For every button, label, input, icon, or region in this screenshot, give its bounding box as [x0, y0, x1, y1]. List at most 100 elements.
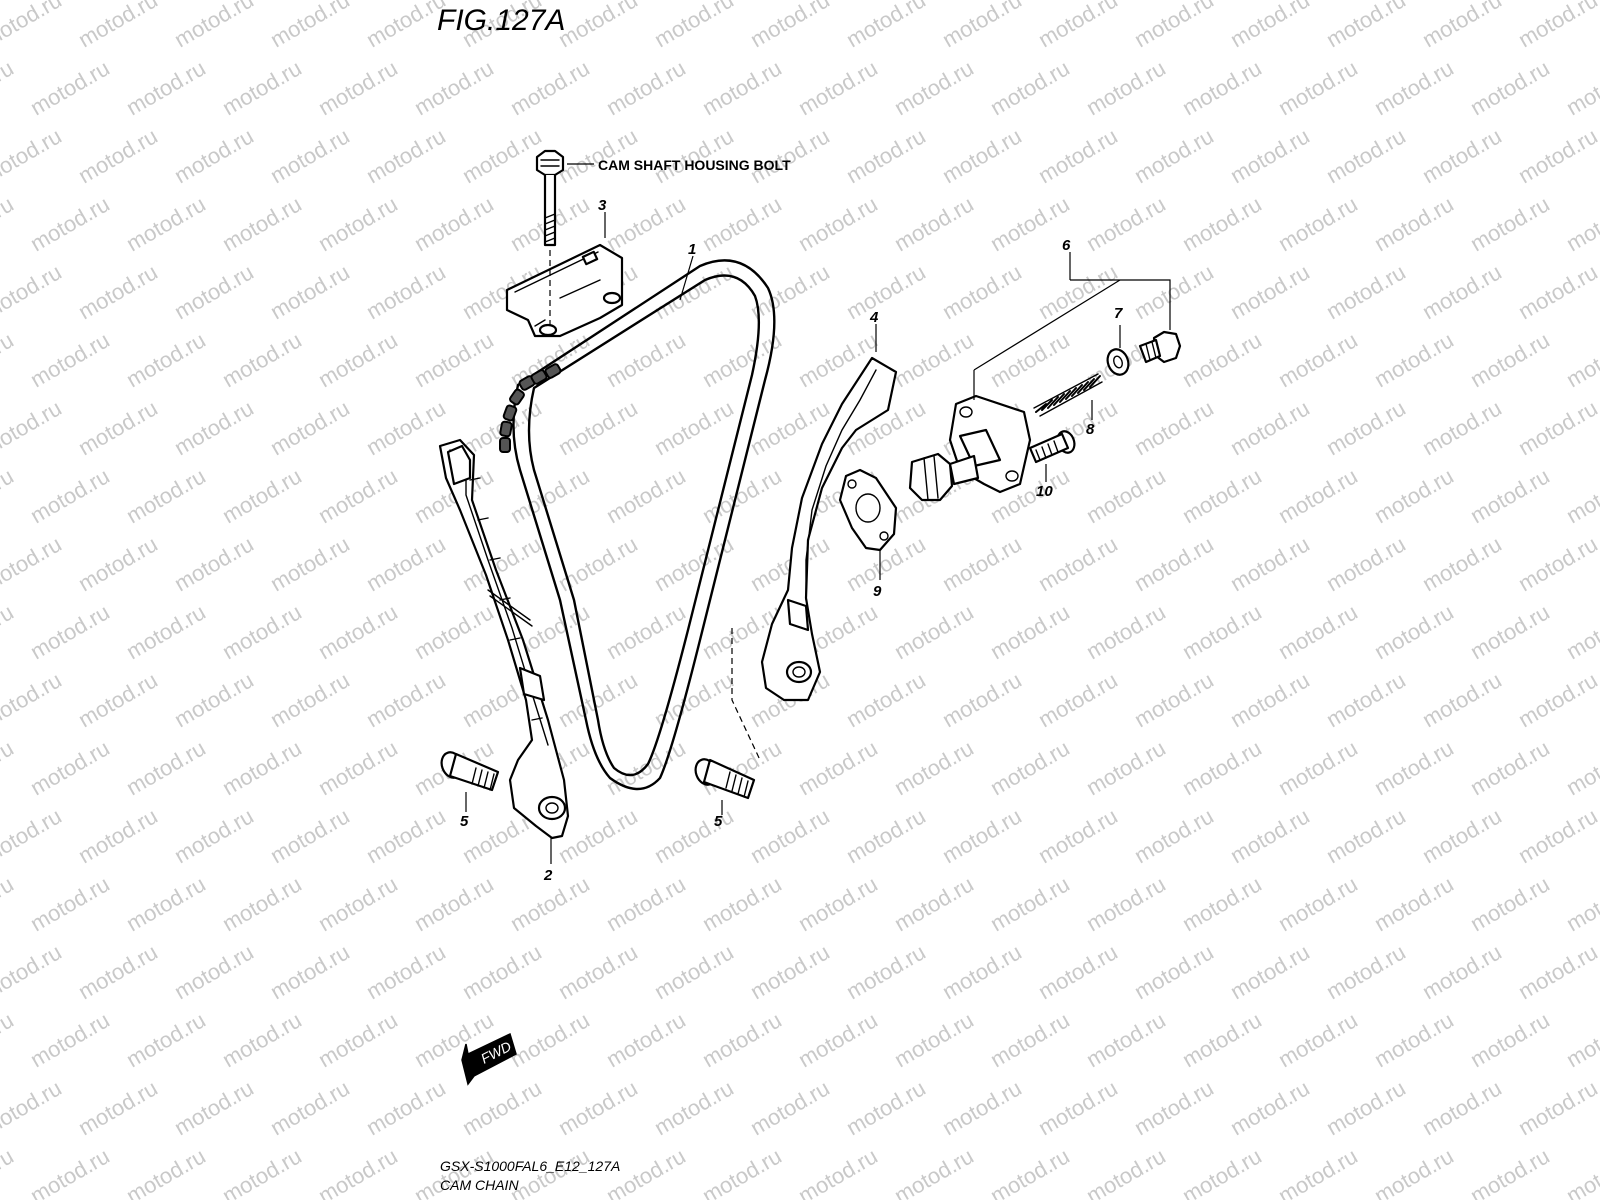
watermark-text: motod.ru: [794, 55, 882, 120]
watermark-text: motod.ru: [1130, 0, 1218, 52]
watermark-text: motod.ru: [0, 327, 18, 392]
watermark-text: motod.ru: [314, 191, 402, 256]
cam-shaft-housing-bolt-note: CAM SHAFT HOUSING BOLT: [598, 157, 791, 173]
watermark-text: motod.ru: [74, 259, 162, 324]
watermark-text: motod.ru: [938, 0, 1026, 52]
watermark-text: motod.ru: [1322, 1075, 1410, 1140]
watermark-text: motod.ru: [1130, 123, 1218, 188]
watermark-text: motod.ru: [1514, 531, 1600, 596]
watermark-text: motod.ru: [122, 55, 210, 120]
part-9-gasket[interactable]: [838, 468, 898, 552]
watermark-text: motod.ru: [1322, 939, 1410, 1004]
watermark-text: motod.ru: [218, 55, 306, 120]
part-5-bolt-left[interactable]: [438, 749, 500, 792]
part-8-spring[interactable]: [1033, 373, 1103, 417]
watermark-text: motod.ru: [362, 531, 450, 596]
watermark-text: motod.ru: [1082, 463, 1170, 528]
watermark-text: motod.ru: [554, 1075, 642, 1140]
watermark-text: motod.ru: [170, 395, 258, 460]
watermark-text: motod.ru: [1178, 463, 1266, 528]
part-6-tensioner-assembly[interactable]: [908, 394, 1032, 502]
watermark-text: motod.ru: [218, 735, 306, 800]
watermark-text: motod.ru: [1034, 531, 1122, 596]
watermark-text: motod.ru: [650, 123, 738, 188]
watermark-text: motod.ru: [1226, 667, 1314, 732]
watermark-text: motod.ru: [26, 735, 114, 800]
watermark-text: motod.ru: [1130, 1075, 1218, 1140]
watermark-text: motod.ru: [1418, 939, 1506, 1004]
watermark-text: motod.ru: [842, 1075, 930, 1140]
watermark-text: motod.ru: [170, 803, 258, 868]
callout-1: 1: [688, 241, 696, 258]
watermark-text: motod.ru: [122, 463, 210, 528]
watermark-text: motod.ru: [698, 55, 786, 120]
watermark-text: motod.ru: [1466, 191, 1554, 256]
watermark-text: motod.ru: [0, 599, 18, 664]
watermark-text: motod.ru: [170, 939, 258, 1004]
tensioner-cap-bolt[interactable]: [1138, 330, 1182, 364]
watermark-text: motod.ru: [1370, 55, 1458, 120]
watermark-text: motod.ru: [986, 1143, 1074, 1200]
watermark-text: motod.ru: [1034, 803, 1122, 868]
part-2-chain-guide[interactable]: [438, 438, 570, 840]
watermark-text: motod.ru: [314, 735, 402, 800]
watermark-text: motod.ru: [794, 1007, 882, 1072]
watermark-text: motod.ru: [0, 531, 66, 596]
watermark-text: motod.ru: [0, 803, 66, 868]
watermark-text: motod.ru: [986, 55, 1074, 120]
watermark-text: motod.ru: [890, 327, 978, 392]
part-3-bracket[interactable]: [505, 243, 624, 338]
watermark-text: motod.ru: [0, 463, 18, 528]
watermark-text: motod.ru: [1082, 871, 1170, 936]
watermark-text: motod.ru: [1562, 327, 1600, 392]
watermark-text: motod.ru: [410, 191, 498, 256]
figure-title: FIG.127A: [437, 4, 565, 37]
watermark-text: motod.ru: [314, 327, 402, 392]
watermark-text: motod.ru: [698, 1143, 786, 1200]
watermark-text: motod.ru: [938, 259, 1026, 324]
watermark-text: motod.ru: [0, 123, 66, 188]
watermark-text: motod.ru: [1082, 55, 1170, 120]
part-4-tensioner-arm[interactable]: [760, 356, 898, 702]
watermark-text: motod.ru: [1466, 327, 1554, 392]
watermark-text: motod.ru: [26, 191, 114, 256]
watermark-text: motod.ru: [74, 531, 162, 596]
watermark-text: motod.ru: [0, 55, 18, 120]
watermark-text: motod.ru: [890, 191, 978, 256]
watermark-text: motod.ru: [1034, 123, 1122, 188]
watermark-text: motod.ru: [170, 1075, 258, 1140]
cam-shaft-housing-bolt[interactable]: [535, 149, 594, 247]
watermark-text: motod.ru: [1562, 735, 1600, 800]
watermark-text: motod.ru: [26, 327, 114, 392]
part-7-washer[interactable]: [1104, 346, 1132, 377]
watermark-text: motod.ru: [0, 1007, 18, 1072]
watermark-text: motod.ru: [890, 1143, 978, 1200]
part-1-cam-chain[interactable]: [499, 259, 776, 791]
watermark-text: motod.ru: [1274, 191, 1362, 256]
watermark-text: motod.ru: [122, 1143, 210, 1200]
watermark-text: motod.ru: [1130, 939, 1218, 1004]
watermark-text: motod.ru: [1370, 735, 1458, 800]
watermark-text: motod.ru: [938, 667, 1026, 732]
watermark-text: motod.ru: [506, 1007, 594, 1072]
part-10-bolt[interactable]: [1028, 429, 1077, 464]
part-5-bolt-right[interactable]: [692, 756, 756, 800]
watermark-text: motod.ru: [1226, 1075, 1314, 1140]
watermark-text: motod.ru: [746, 803, 834, 868]
watermark-text: motod.ru: [458, 939, 546, 1004]
watermark-text: motod.ru: [0, 735, 18, 800]
watermark-text: motod.ru: [1226, 259, 1314, 324]
watermark-text: motod.ru: [1466, 599, 1554, 664]
watermark-text: motod.ru: [0, 667, 66, 732]
leader-1: [679, 255, 694, 301]
watermark-text: motod.ru: [746, 939, 834, 1004]
watermark-text: motod.ru: [1562, 1007, 1600, 1072]
watermark-text: motod.ru: [1226, 123, 1314, 188]
callout-3: 3: [598, 197, 607, 214]
watermark-text: motod.ru: [554, 0, 642, 52]
watermark-text: motod.ru: [1562, 463, 1600, 528]
watermark-text: motod.ru: [1370, 1007, 1458, 1072]
watermark-text: motod.ru: [1418, 803, 1506, 868]
watermark-text: motod.ru: [1130, 667, 1218, 732]
watermark-text: motod.ru: [0, 1075, 66, 1140]
